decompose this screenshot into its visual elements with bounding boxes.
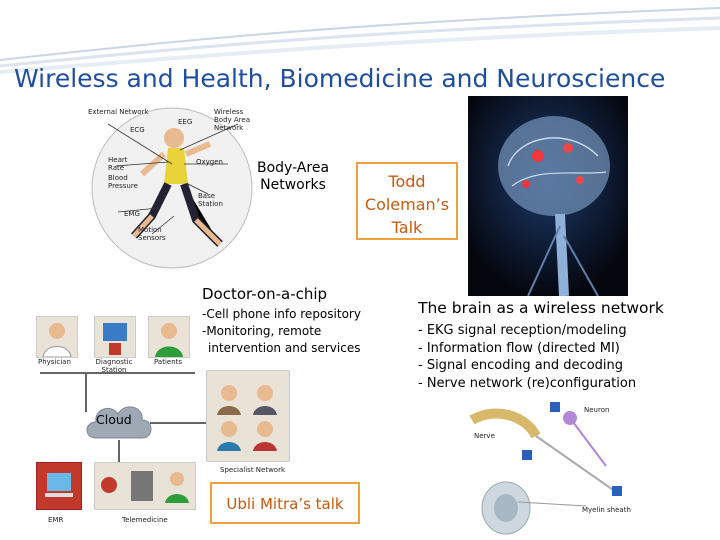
neuron-illustration [469,402,622,535]
runner-illustration [91,107,253,269]
brain-item4: - Nerve network (re)configuration [418,375,637,391]
neuron-label: Neuron [584,406,610,414]
talk-box-line2: Coleman’s [364,195,450,214]
label-external-network: External Network [88,108,149,116]
body-area-label: Body-Area Networks [253,160,333,194]
brain-heading: The brain as a wireless network [418,299,664,317]
brain-illustration [468,96,628,296]
myelin-sheath-label: Myelin sheath [582,506,631,514]
label-heart-rate: Heart Rate [108,156,128,172]
doctor-line1: -Cell phone info repository [202,307,361,321]
telemedicine-network: Physician Diagnostic Station Patients Cl… [30,312,290,532]
label-emg: EMG [124,210,140,218]
brain-item1: - EKG signal reception/modeling [418,323,627,338]
diagnostic-line1: Diagnostic [95,358,133,366]
doctor-line3: intervention and services [208,341,361,355]
todd-coleman-talk-box: Todd Coleman’s Talk [356,162,458,240]
talk-box-line1: Todd [388,172,426,191]
brain-item2: - Information flow (directed MI) [418,340,620,356]
slide-title: Wireless and Health, Biomedicine and Neu… [14,64,666,93]
emr-icon [36,462,82,510]
doctor-on-chip-list: -Cell phone info repository -Monitoring,… [202,306,361,357]
body-area-label-line1: Body-Area [256,160,330,176]
cloud-label: Cloud [96,412,132,427]
label-motion-sensors: Motion Sensors [138,226,166,242]
header-swoosh [0,7,720,74]
brain-item3: - Signal encoding and decoding [418,358,624,373]
label-wireless-ban: Wireless Body Area Network [214,108,251,132]
telemedicine-label: Telemedicine [122,516,168,524]
label-oxygen: Oxygen [196,158,223,166]
body-area-diagram: External Network Wireless Body Area Netw… [88,104,256,272]
diagnostic-station-label: Diagnostic Station [94,358,134,374]
patients-icon [148,316,190,358]
ubli-mitra-talk-box: Ubli Mitra’s talk [210,482,360,524]
physician-label: Physician [38,358,71,366]
talk-box-line3: Talk [391,218,423,237]
body-area-label-line2: Networks [260,177,326,193]
emr-label: EMR [48,516,64,524]
neuron-diagram: Neuron Nerve Myelin sheath [466,396,640,536]
patients-label: Patients [154,358,183,366]
label-base-station: Base Station [198,192,223,208]
specialist-network-label: Specialist Network [220,466,286,474]
brain-image [468,96,628,296]
doctor-on-chip-heading: Doctor-on-a-chip [202,285,328,303]
diagnostic-station-icon [94,316,136,358]
brain-list: - EKG signal reception/modeling - Inform… [418,322,636,392]
diagnostic-line2: Station [101,366,127,374]
telemedicine-icon [94,462,196,510]
label-ecg: ECG [130,126,145,134]
label-eeg: EEG [178,118,193,126]
nerve-label: Nerve [474,432,495,440]
doctor-line2: -Monitoring, remote [202,324,322,338]
specialist-network-icon [206,370,290,462]
label-blood-pressure: Blood Pressure [108,174,138,190]
physician-icon [36,316,78,358]
cloud-icon [86,406,152,439]
